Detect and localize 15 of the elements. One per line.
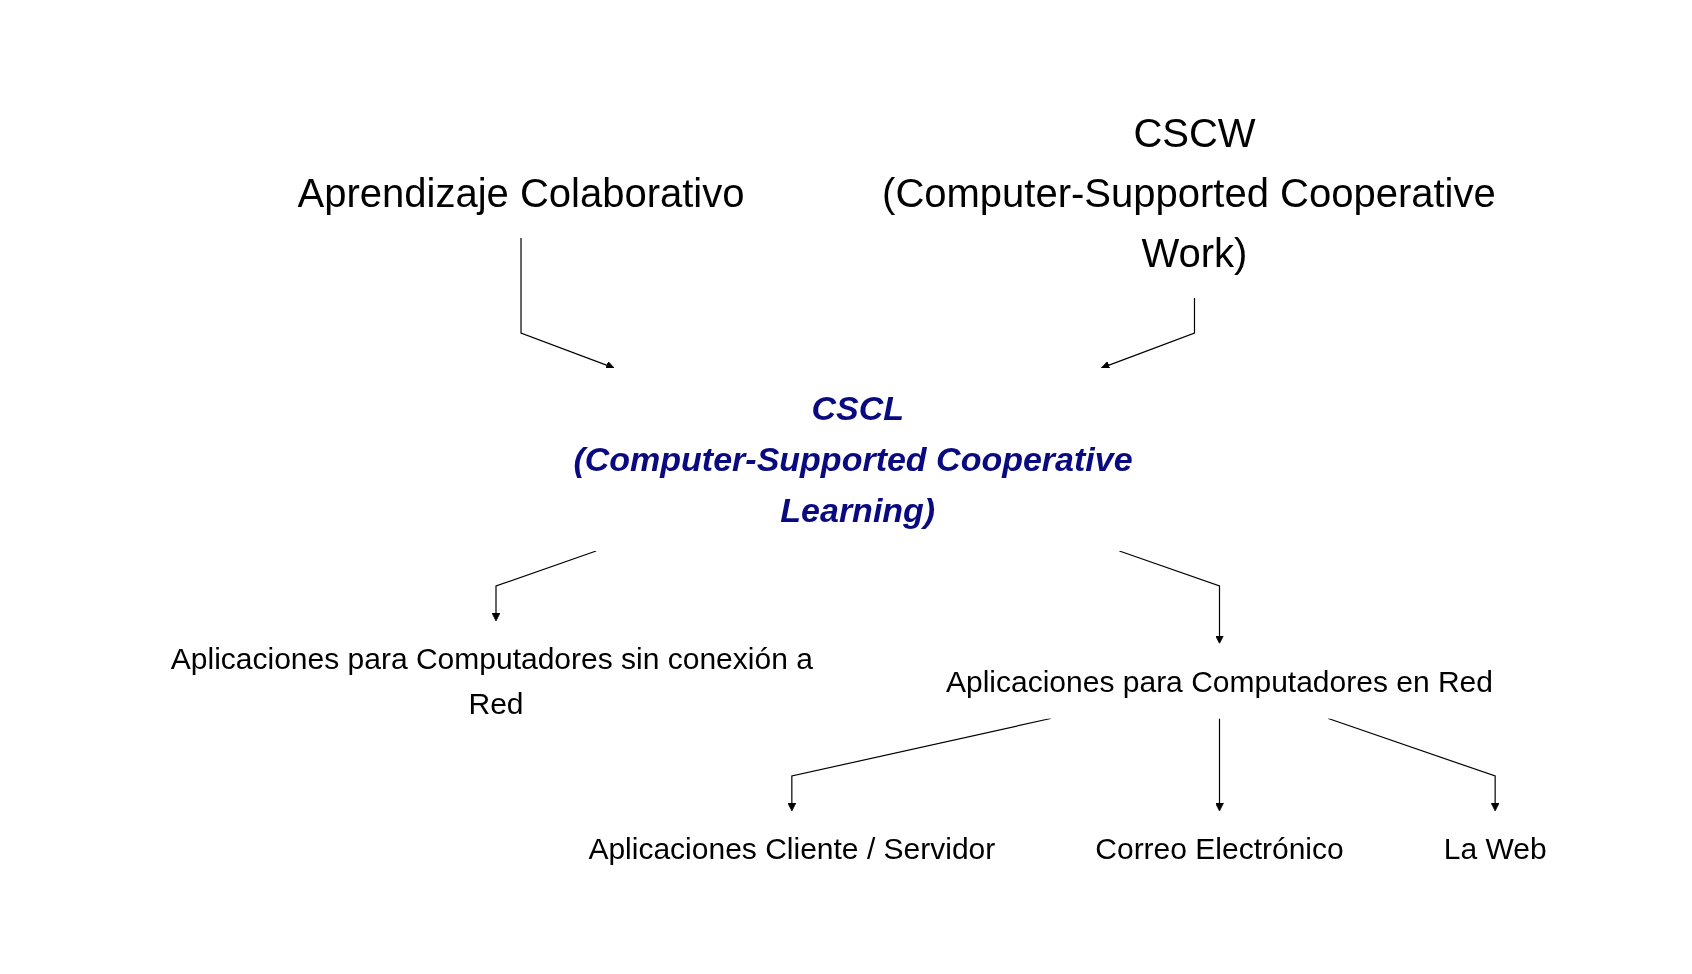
node-text: Aplicaciones para Computadores sin conexión a Red <box>170 642 813 720</box>
arrow <box>491 550 597 622</box>
arrow <box>1327 717 1500 812</box>
arrow <box>520 237 615 370</box>
arrow <box>1214 717 1224 812</box>
arrow <box>787 717 1051 812</box>
node-text: Aplicaciones para Computadores en Red <box>945 664 1493 698</box>
node-text: Correo Electrónico <box>1094 832 1344 865</box>
arrow <box>1118 550 1224 644</box>
node-text: CSCW (Computer-Supported Cooperative Work) <box>881 111 1496 275</box>
node-text: Aplicaciones Cliente / Servidor <box>588 832 995 865</box>
arrow <box>1100 297 1195 370</box>
node-text: CSCL (Computer-Supported Cooperative Learning) <box>573 389 1133 529</box>
node-text: Aprendizaje Colaborativo <box>297 171 745 215</box>
node-text: La Web <box>1443 832 1547 865</box>
